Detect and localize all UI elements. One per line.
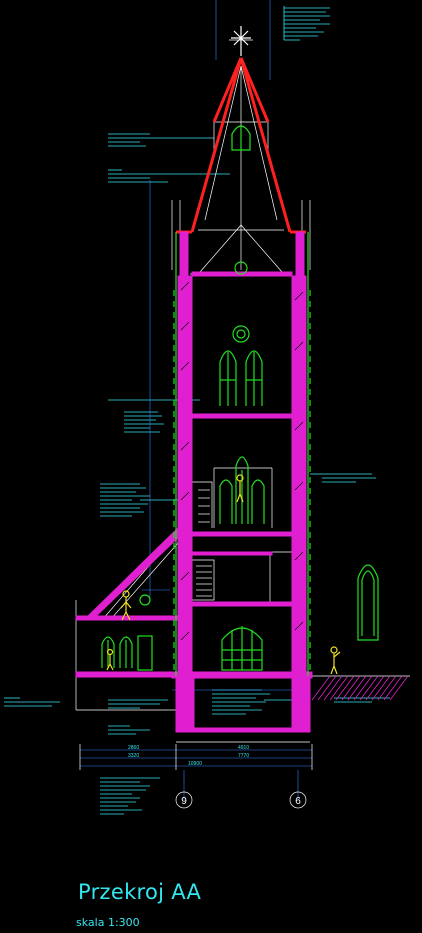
windows [101, 125, 379, 676]
dimension-right: 4910 [238, 745, 249, 751]
wall-annotation [310, 473, 376, 483]
wall-hatch [180, 281, 304, 641]
stair-annotation [100, 483, 186, 517]
drawing-title: Przekroj AA [78, 880, 202, 904]
dimension-total: 10900 [188, 761, 202, 767]
base-annotation [212, 689, 300, 715]
construction-lines [75, 30, 410, 809]
roof-annotation [108, 133, 214, 147]
person-figure-outside [330, 646, 341, 675]
dimension-labels: 2860 4910 3320 7770 10900 [128, 745, 249, 767]
drawing-scale: skala 1:300 [76, 916, 140, 929]
axis-label-9: 9 [181, 796, 187, 807]
person-figure-annex-floor [106, 648, 114, 671]
scale-figures [106, 474, 341, 675]
spire-cross [231, 26, 251, 56]
dimension-right-2: 7770 [238, 753, 249, 759]
axis-labels: 9 6 [181, 796, 301, 807]
gutter-annotation [108, 169, 230, 183]
legend-notes [100, 777, 160, 815]
dimension-left: 2860 [128, 745, 139, 751]
spire-roof [176, 57, 306, 234]
section-walls [75, 231, 313, 733]
dimension-left-2: 3320 [128, 753, 139, 759]
person-figure-annex [120, 590, 132, 621]
floor-annotation [108, 399, 200, 433]
axis-label-6: 6 [295, 796, 301, 807]
person-figure-tower [236, 474, 244, 503]
annotation-blocks [4, 6, 390, 815]
spire-annotation [283, 6, 330, 41]
foundation-annotation [4, 697, 168, 735]
ground-hatch [311, 675, 409, 701]
